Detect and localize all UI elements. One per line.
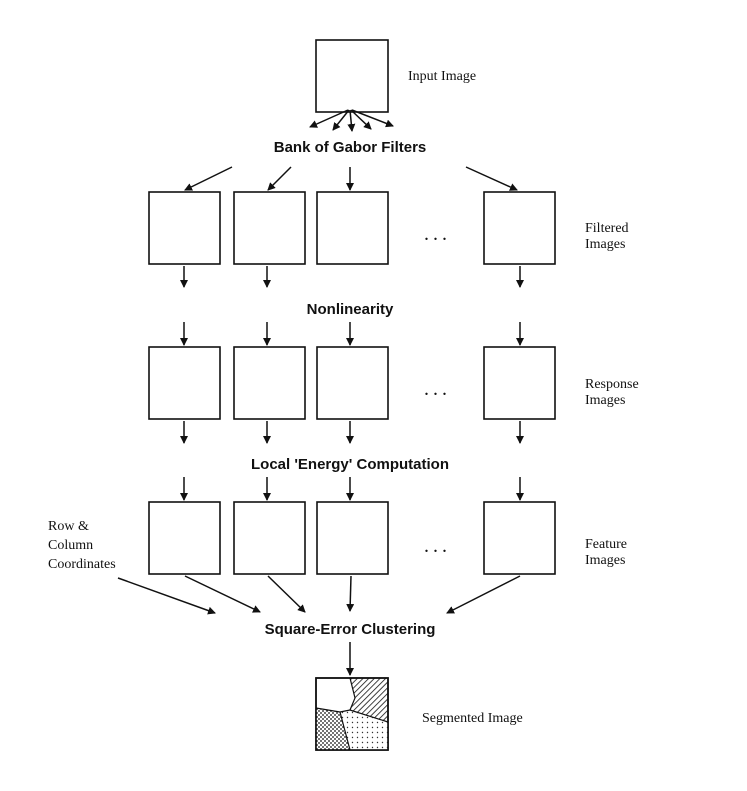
fan-arrow: [350, 109, 372, 130]
filtered-image-box: [316, 191, 389, 265]
arrow-to-clustering: [346, 575, 355, 612]
arrow-to-filtered: [465, 166, 518, 191]
ellipsis: ...: [424, 378, 451, 400]
feature-image-box: [148, 501, 221, 575]
filtered-images-label-line1: Filtered: [585, 221, 629, 236]
bank-of-filters-label: Bank of Gabor Filters: [274, 139, 427, 156]
response-image-box: [316, 346, 389, 420]
nonlinearity-label: Nonlinearity: [307, 301, 394, 318]
row-column-label-line3: Coordinates: [48, 557, 116, 572]
feature-images-label-line1: Feature: [585, 537, 627, 552]
input-image-box: [315, 39, 389, 113]
arrow-to-clustering: [446, 575, 521, 614]
input-image-label: Input Image: [408, 69, 476, 84]
ellipsis: ...: [424, 223, 451, 245]
ellipsis: ...: [424, 535, 451, 557]
arrow-to-clustering: [117, 577, 216, 615]
feature-image-box: [483, 501, 556, 575]
arrow-to-clustering: [267, 575, 306, 613]
feature-image-box: [316, 501, 389, 575]
arrow-to-filtered: [184, 166, 233, 191]
clustering-label: Square-Error Clustering: [265, 621, 436, 638]
fan-arrow: [309, 109, 349, 128]
arrow-to-filtered: [267, 166, 292, 191]
filtered-image-box: [483, 191, 556, 265]
light-dot-region: [340, 710, 388, 750]
filtered-image-box: [148, 191, 221, 265]
response-image-box: [148, 346, 221, 420]
hatched-region: [350, 678, 388, 722]
energy-label: Local 'Energy' Computation: [251, 456, 449, 473]
segmented-image-label: Segmented Image: [422, 711, 523, 726]
arrow-to-clustering: [184, 575, 261, 613]
response-images-label-line2: Images: [585, 393, 625, 408]
feature-image-box: [233, 501, 306, 575]
row-column-label-line2: Column: [48, 538, 93, 553]
filtered-image-box: [233, 191, 306, 265]
filtered-images-label-line2: Images: [585, 237, 625, 252]
segmented-image: [315, 677, 389, 751]
fan-arrow: [347, 109, 356, 132]
row-column-label-line1: Row &: [48, 519, 89, 534]
response-images-label-line1: Response: [585, 377, 639, 392]
response-image-box: [233, 346, 306, 420]
fan-arrow: [351, 109, 394, 128]
fan-arrow: [332, 109, 350, 131]
response-image-box: [483, 346, 556, 420]
feature-images-label-line2: Images: [585, 553, 625, 568]
